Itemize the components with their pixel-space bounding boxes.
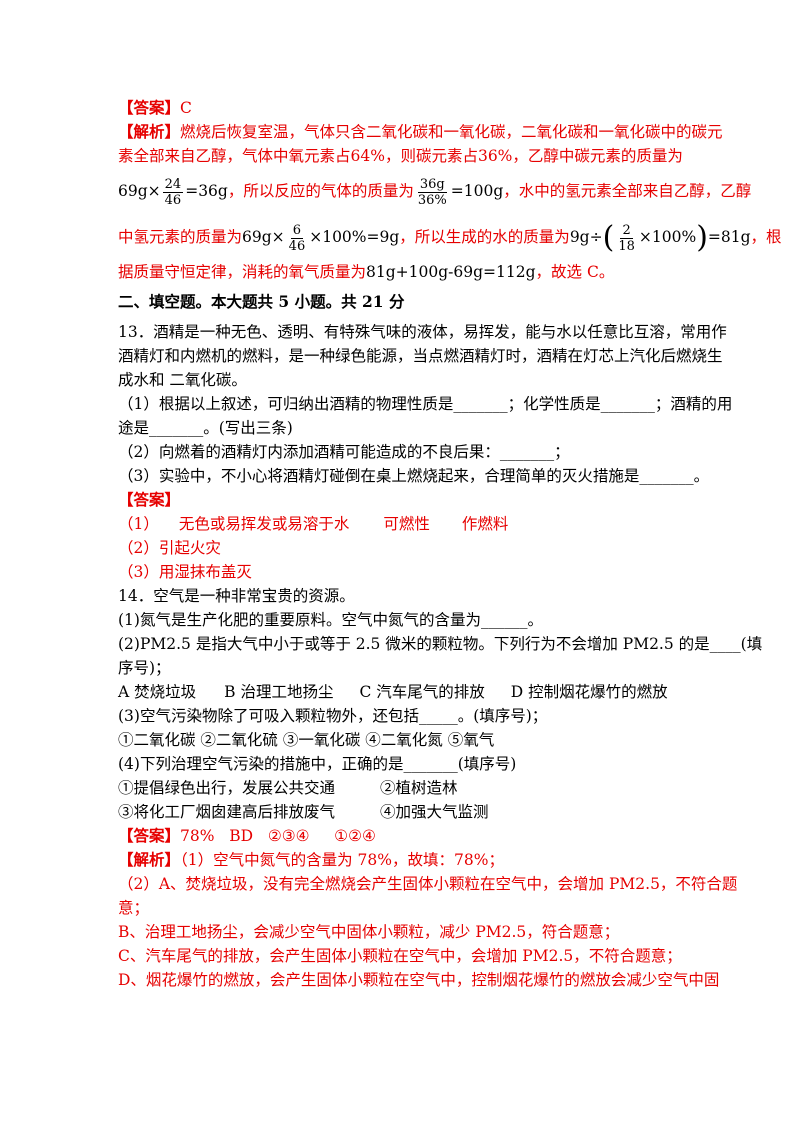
q14-part1: (1)氮气是生产化肥的重要原料。空气中氮气的含量为______。 [118, 611, 543, 629]
math-term: 9g [569, 228, 590, 246]
answer-value: C [180, 99, 192, 117]
q13-part1-line2: 途是_______。(写出三条) [118, 419, 293, 437]
q12-answer: 【答案】C [118, 96, 684, 120]
analysis-label: 【解析】 [118, 122, 181, 141]
math-operator: × [271, 228, 285, 246]
analysis-text: （1）空气中氮气的含量为 78%，故填：78%； [180, 851, 504, 869]
math-term: 69g [242, 228, 272, 246]
analysis-text: 素全部来自乙醇，气体中氧元素占64%，则碳元素占36%，乙醇中碳元素的质量为 [118, 147, 683, 165]
analysis-text: ，故选 C。 [535, 263, 615, 281]
q14-part2-options: A 焚烧垃圾 B 治理工地扬尘 C 汽车尾气的排放 D 控制烟花爆竹的燃放 [118, 680, 684, 704]
denominator: 46 [164, 192, 182, 208]
math-term: 81g+100g-69g=112g [366, 263, 536, 281]
option-3: ③将化工厂烟囱建高后排放废气 [118, 803, 336, 821]
q13-answer-1: （1） 无色或易挥发或易溶于水 可燃性 作燃料 [118, 512, 684, 536]
math-term: ×100%=9g [309, 228, 400, 246]
q14-part4-options-row2: ③将化工厂烟囱建高后排放废气 ④加强大气监测 [118, 800, 684, 824]
math-operator: ÷ [589, 228, 603, 246]
answer-index: （1） [118, 515, 159, 533]
numerator: 24 [162, 176, 184, 193]
answer-label: 【答案】 [118, 826, 181, 845]
math-operator: × [147, 182, 161, 200]
q13-part2: （2）向燃着的酒精灯内添加酒精可能造成的不良后果：_______； [118, 443, 570, 461]
left-paren: ( [602, 220, 615, 255]
numerator: 6 [290, 222, 304, 239]
analysis-text: 燃烧后恢复室温，气体只含二氧化碳和一氧化碳，二氧化碳和一氧化碳中的碳元 [180, 123, 723, 141]
math-term: =81g [707, 228, 751, 246]
q14-analysis-3: B、治理工地扬尘，会减少空气中固体小颗粒，减少 PM2.5，符合题意； [118, 923, 620, 941]
q13-part1-line1: （1）根据以上叙述，可归纳出酒精的物理性质是_______；化学性质是_____… [118, 395, 733, 413]
q14-stem: 14．空气是一种非常宝贵的资源。 [118, 587, 355, 605]
option-b: B 治理工地扬尘 [224, 683, 334, 701]
q12-analysis-line1: 【解析】燃烧后恢复室温，气体只含二氧化碳和一氧化碳，二氧化碳和一氧化碳中的碳元 [118, 120, 723, 144]
math-term: 69g [118, 182, 148, 200]
denominator: 46 [288, 238, 306, 254]
q12-analysis-line3: 据质量守恒定律，消耗的氧气质量为81g+100g-69g=112g，故选 C。 [118, 260, 684, 284]
q14-part4-options-row1: ①提倡绿色出行，发展公共交通 ②植树造林 [118, 776, 684, 800]
right-paren: ) [696, 220, 708, 255]
analysis-label: 【解析】 [118, 850, 181, 869]
analysis-text: 中氢元素的质量为 [118, 228, 243, 246]
section-heading: 二、填空题。本大题共 5 小题。共 21 分 [118, 292, 405, 311]
numerator: 36g [417, 176, 447, 193]
q14-part3-options: ①二氧化碳 ②二氧化硫 ③一氧化碳 ④二氧化氮 ⑤氧气 [118, 731, 495, 749]
q14-part2-line2: 序号)； [118, 659, 171, 677]
option-c: C 汽车尾气的排放 [359, 683, 485, 701]
option-1: ①提倡绿色出行，发展公共交通 [118, 779, 336, 797]
q14-part4: (4)下列治理空气污染的措施中，正确的是_______(填序号) [118, 755, 517, 773]
analysis-text: ，所以反应的气体的质量为 [227, 182, 414, 200]
q14-analysis-5: D、烟花爆竹的燃放，会产生固体小颗粒在空气中，控制烟花爆竹的燃放会减少空气中固 [118, 971, 720, 989]
answer-value: 78% BD ②③④ ①②④ [180, 827, 376, 845]
q14-answer: 【答案】78% BD ②③④ ①②④ [118, 824, 684, 848]
numerator: 2 [620, 222, 633, 239]
math-term: =100g [450, 182, 504, 200]
option-4: ④加强大气监测 [380, 803, 489, 821]
q13-answer-label: 【答案】 [118, 490, 181, 509]
q14-analysis-4: C、汽车尾气的排放，会产生固体小颗粒在空气中，会增加 PM2.5，不符合题意； [118, 947, 682, 965]
q14-analysis-2b: 意； [118, 899, 150, 917]
q13-answer-3: （3）用湿抹布盖灭 [118, 563, 252, 581]
q12-analysis-line2: 素全部来自乙醇，气体中氧元素占64%，则碳元素占36%，乙醇中碳元素的质量为 [118, 144, 684, 168]
option-a: A 焚烧垃圾 [118, 683, 197, 701]
analysis-text: 据质量守恒定律，消耗的氧气质量为 [118, 263, 367, 281]
q14-analysis-1: 【解析】（1）空气中氮气的含量为 78%，故填：78%； [118, 848, 684, 872]
analysis-text: ，水中的氢元素全部来自乙醇，乙醇 [503, 182, 752, 200]
analysis-text: ，根 [750, 228, 782, 246]
analysis-text: ，所以生成的水的质量为 [399, 228, 570, 246]
q14-part3: (3)空气污染物除了可吸入颗粒物外，还包括_____。(填序号)； [118, 707, 548, 725]
denominator: 18 [618, 238, 635, 254]
option-d: D 控制烟花爆竹的燃放 [510, 683, 668, 701]
q13-stem-line1: 13．酒精是一种无色、透明、有特殊气味的液体，易挥发，能与水以任意比互溶，常用作 [118, 323, 727, 341]
q14-part2-line1: (2)PM2.5 是指大气中小于或等于 2.5 微米的颗粒物。下列行为不会增加 … [118, 635, 763, 653]
q13-stem-line2: 酒精灯和内燃机的燃料，是一种绿色能源，当点燃酒精灯时，酒精在灯芯上汽化后燃烧生 [118, 347, 723, 365]
denominator: 36% [417, 192, 447, 208]
q14-analysis-2a: （2）A、焚烧垃圾，没有完全燃烧会产生固体小颗粒在空气中，会增加 PM2.5，不… [118, 875, 738, 893]
q13-part3: （3）实验中，不小心将酒精灯碰倒在桌上燃烧起来，合理简单的灭火措施是______… [118, 467, 710, 485]
q13-stem-line3: 成水和 二氧化碳。 [118, 371, 247, 389]
answer-value: 无色或易挥发或易溶于水 [178, 515, 350, 533]
answer-value: 可燃性 [383, 515, 430, 533]
math-term: =36g [185, 182, 228, 200]
option-2: ②植树造林 [380, 779, 458, 797]
document-page: 【答案】C 【解析】燃烧后恢复室温，气体只含二氧化碳和一氧化碳，二氧化碳和一氧化… [118, 96, 782, 992]
answer-value: 作燃料 [461, 515, 509, 533]
q13-answer-2: （2）引起火灾 [118, 539, 221, 557]
answer-label: 【答案】 [118, 98, 181, 117]
math-term: ×100% [638, 228, 697, 246]
